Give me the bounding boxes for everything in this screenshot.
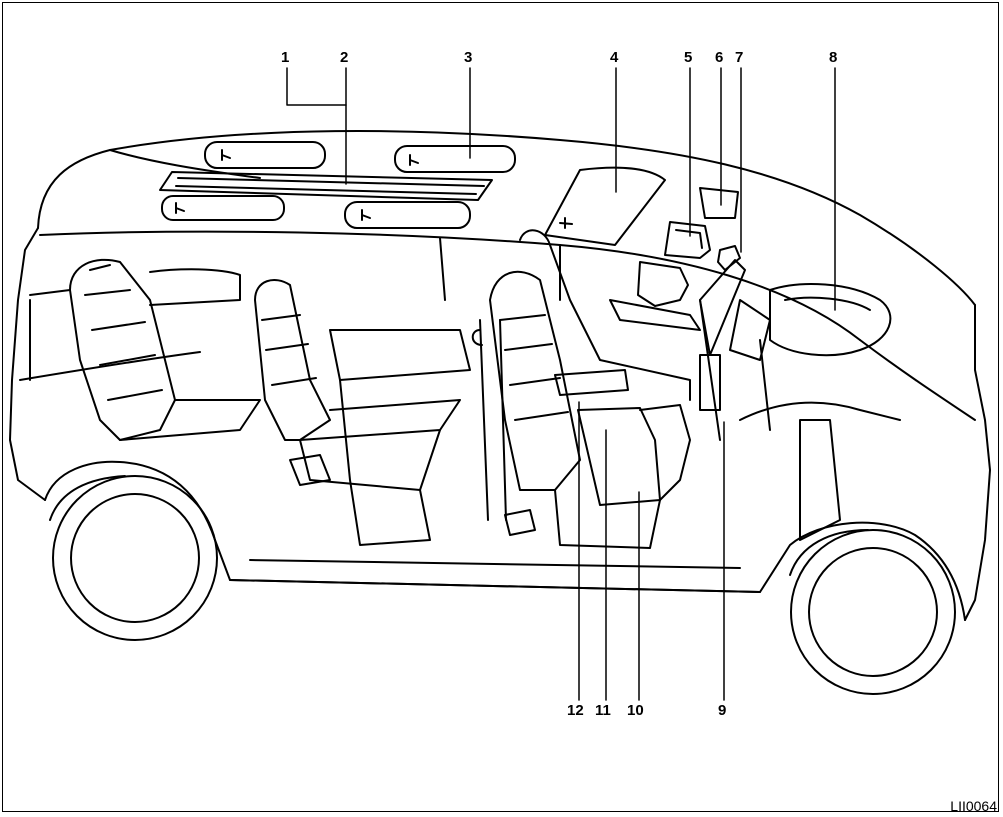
leader-lines bbox=[286, 67, 836, 701]
callout-9: 9 bbox=[718, 702, 727, 719]
front-seats bbox=[471, 229, 691, 549]
callout-12: 12 bbox=[567, 702, 584, 719]
dashboard bbox=[609, 259, 892, 411]
callout-11: 11 bbox=[595, 702, 611, 719]
callout-8: 8 bbox=[829, 49, 838, 66]
third-row-seat bbox=[29, 258, 261, 441]
front-wheel bbox=[789, 529, 956, 695]
callout-5: 5 bbox=[684, 49, 693, 66]
callout-10: 10 bbox=[627, 702, 644, 719]
roof-components bbox=[159, 141, 741, 307]
vehicle-body bbox=[9, 129, 991, 621]
callout-1: 1 bbox=[281, 49, 290, 66]
callout-3: 3 bbox=[464, 49, 473, 66]
callout-2: 2 bbox=[340, 49, 349, 66]
rear-wheel bbox=[49, 475, 218, 641]
figure-code: LII0064 bbox=[950, 798, 997, 814]
callout-6: 6 bbox=[715, 49, 724, 66]
callout-4: 4 bbox=[610, 49, 619, 66]
callout-7: 7 bbox=[735, 49, 744, 66]
second-row-seat bbox=[254, 279, 471, 546]
